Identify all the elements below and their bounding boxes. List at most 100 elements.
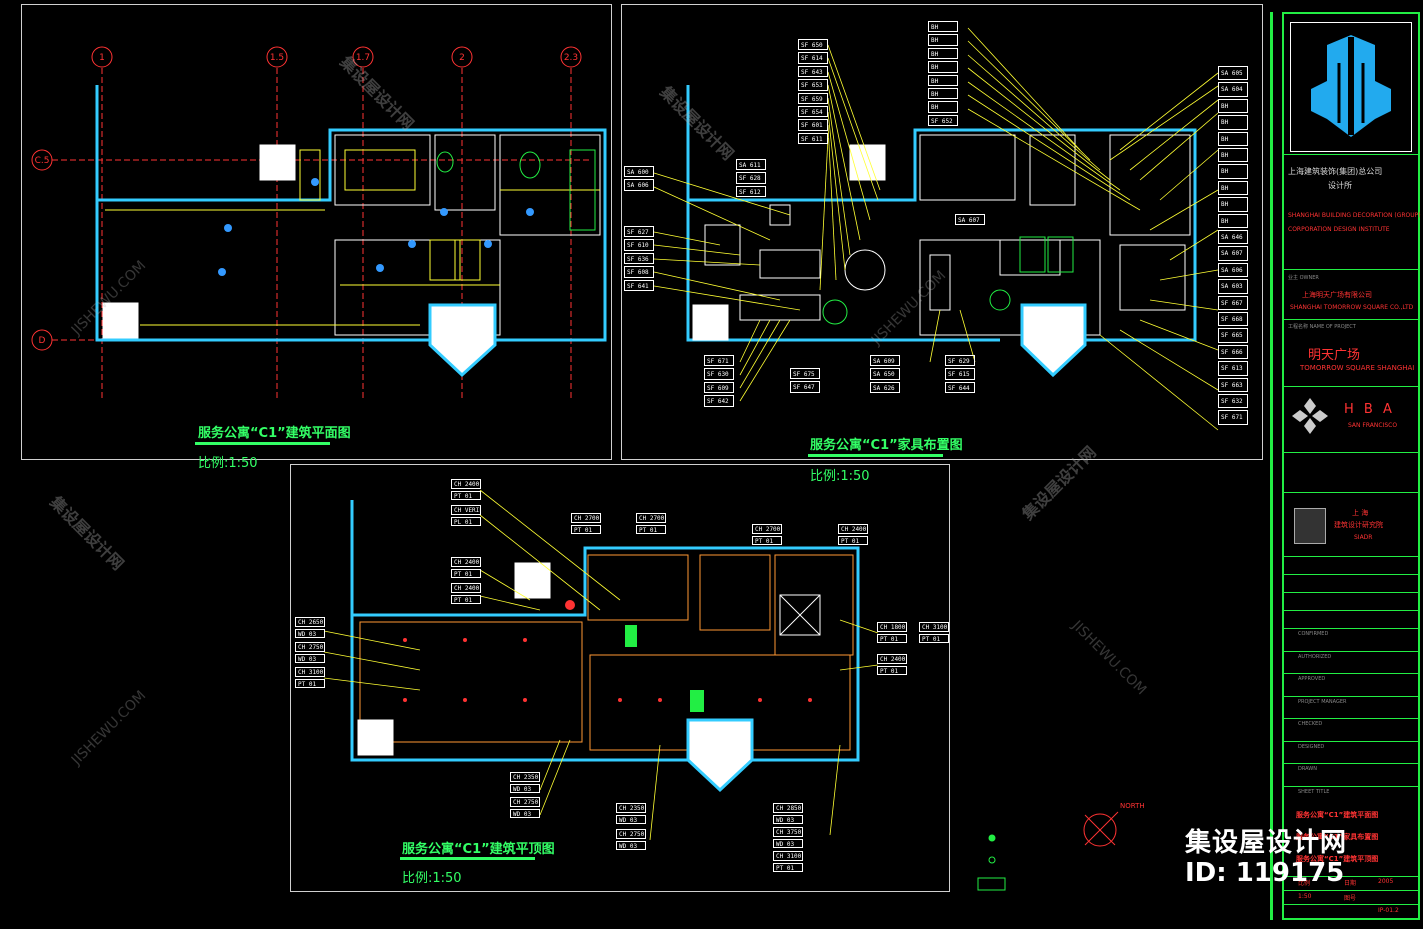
plan1-title: 服务公寓“C1”建筑平面图 <box>198 426 351 441</box>
plan2-tag-bottom-b-0: SF 675 <box>790 368 820 380</box>
plan3-tag-10-1: PT 01 <box>295 678 325 689</box>
plan1-title-underline <box>195 442 330 445</box>
footer-scale-label: 比例 <box>1298 880 1311 887</box>
siadr-name-cn2: 建筑设计研究院 <box>1334 521 1383 529</box>
titleblock-row-project-manager: PROJECT MANAGER <box>1298 698 1347 705</box>
plan2-tag-right-5: BH <box>1218 148 1248 163</box>
plan3-tag-20-1: PT 01 <box>773 862 803 873</box>
plan2-tag-left-lower-3: SF 608 <box>624 266 654 278</box>
plan2-tag-right-6: BH <box>1218 164 1248 179</box>
plan1-drawing: 1 1.5 1.7 2 2.3 C.5 D <box>31 46 607 398</box>
plan2-tag-left-sa-1: SA 606 <box>624 179 654 191</box>
plan2-tag-top-3: BH <box>928 61 958 73</box>
plan2-tag-top-6: BH <box>928 101 958 113</box>
plan2-tag-left-sf-5: SF 654 <box>798 106 828 118</box>
plan2-tag-bottom-d-1: SF 615 <box>945 368 975 380</box>
company-name-cn: 上海建筑装饰(集团)总公司 <box>1288 167 1383 176</box>
titleblock-row-line-3 <box>1284 695 1418 697</box>
plan2-tag-right-19: SF 663 <box>1218 377 1248 392</box>
plan3-tag-5-0: CH 2400 <box>838 524 868 534</box>
titleblock-row-confirmed: CONFIRMED <box>1298 631 1329 637</box>
plan2-tag-mid-2: SF 612 <box>736 185 766 198</box>
plan2-tag-top-2: BH <box>928 47 958 60</box>
footer-scale-value: 1:50 <box>1298 893 1312 900</box>
grid-label-1-5: 1.5 <box>270 53 284 63</box>
titleblock-row-line-4 <box>1284 718 1418 719</box>
plan3-tag-20-0: CH 3100 <box>773 851 803 861</box>
plan3-frame <box>290 464 950 892</box>
titleblock-row-line-7 <box>1284 785 1418 787</box>
footer-sheet-value: IP-01.2 <box>1378 907 1399 914</box>
plan2-tag-left-sf-3: SF 653 <box>798 79 828 91</box>
plan3-tag-13-0: CH 2400 <box>877 654 907 664</box>
titleblock-row-drawn: DRAWN <box>1298 766 1317 772</box>
plan2-tag-left-sf-0: SF 650 <box>798 39 828 51</box>
grid-label-2-3: 2.3 <box>564 53 578 63</box>
plan2-tag-left-sf-4: SF 659 <box>798 92 828 104</box>
titleblock-row-checked: CHECKED <box>1298 721 1323 727</box>
plan2-tag-left-sa-0: SA 600 <box>624 166 654 178</box>
plan2-tag-right-14: SF 667 <box>1218 295 1248 310</box>
titleblock-row-line-5 <box>1284 740 1418 742</box>
plan2-tag-top-4: BH <box>928 74 958 86</box>
siadr-name-en: SIADR <box>1354 534 1373 541</box>
plan2-tag-right-18: SF 613 <box>1218 361 1248 376</box>
plan2-tag-right-13: SA 603 <box>1218 279 1248 294</box>
watermark-site: 集设屋设计网 <box>1185 828 1348 858</box>
plan2-title-underline <box>808 454 943 457</box>
plan3-tag-17-0: CH 2750 <box>616 829 646 839</box>
plan3-tag-13-1: PT 01 <box>877 665 907 676</box>
watermark-id: ID: 119175 <box>1185 858 1345 888</box>
plan3-tag-9-0: CH 2750 <box>295 642 325 652</box>
plan2-tag-left-lower-2: SF 636 <box>624 252 654 265</box>
plan2-tag-right-1: SA 604 <box>1218 82 1248 97</box>
plan2-tag-bottom-a-2: SF 609 <box>704 381 734 394</box>
project-label: 工程名称 NAME OF PROJECT <box>1288 324 1356 330</box>
plan2-tag-center-0: SA 607 <box>955 214 985 226</box>
project-name-en: TOMORROW SQUARE SHANGHAI <box>1300 364 1415 372</box>
plan3-tag-10-0: CH 3100 <box>295 667 325 677</box>
plan2-tag-mid-0: SA 611 <box>736 159 766 171</box>
project-name-cn: 明天广场 <box>1308 348 1361 363</box>
owner-name-cn: 上海明天广场有限公司 <box>1302 291 1372 299</box>
plan3-tag-15-1: WD 03 <box>510 808 540 819</box>
row-label-d: D <box>39 336 46 346</box>
plan2-tag-bottom-d-0: SF 629 <box>945 355 975 367</box>
titleblock-row-line-2 <box>1284 673 1418 674</box>
plan2-tag-left-sf-1: SF 614 <box>798 52 828 64</box>
north-label: NORTH <box>1120 802 1145 810</box>
plan2-tag-right-9: BH <box>1218 213 1248 228</box>
footer-date-label: 日期 <box>1344 880 1357 887</box>
plan3-tag-16-1: WD 03 <box>616 814 646 825</box>
grid-label-1: 1 <box>99 53 105 63</box>
siadr-name-cn: 上 海 <box>1352 509 1369 517</box>
plan2-tag-bottom-c-0: SA 609 <box>870 355 900 367</box>
plan2-tag-bottom-c-1: SA 650 <box>870 368 900 380</box>
titleblock-row-sheet-title: SHEET TITLE <box>1298 788 1330 795</box>
plan2-tag-right-7: BH <box>1218 180 1248 196</box>
plan3-tag-16-0: CH 2350 <box>616 803 646 813</box>
owner-name-en: SHANGHAI TOMORROW SQUARE CO.,LTD <box>1290 304 1414 311</box>
plan3-tag-4-1: PT 01 <box>752 535 782 546</box>
grid-label-1-7: 1.7 <box>356 53 370 63</box>
footer-date-value: 2005 <box>1378 878 1394 885</box>
titleblock-separator <box>1270 12 1273 920</box>
plan3-tag-1-0: CH VERIFY <box>451 505 481 515</box>
siadr-logo-icon <box>1294 508 1326 544</box>
plan2-tag-left-lower-4: SF 641 <box>624 279 654 291</box>
row-label-c5: C.5 <box>35 156 50 166</box>
plan2-tag-right-10: SA 646 <box>1218 230 1248 245</box>
sheet-title-3: 服务公寓“C1”建筑平顶图 <box>1296 855 1379 863</box>
company-logo <box>1290 22 1412 152</box>
plan2-tag-bottom-c-2: SA 626 <box>870 381 900 394</box>
plan2-tag-bottom-b-1: SF 647 <box>790 381 820 393</box>
plan3-tag-6-1: PT 01 <box>451 568 481 579</box>
plan1-frame <box>21 4 612 460</box>
plan3-tag-14-0: CH 2350 <box>510 772 540 782</box>
titleblock-row-line-6 <box>1284 763 1418 764</box>
plan2-scale: 比例:1:50 <box>810 469 870 484</box>
hba-city: SAN FRANCISCO <box>1348 422 1398 429</box>
plan3-tag-3-1: PT 01 <box>636 524 666 535</box>
